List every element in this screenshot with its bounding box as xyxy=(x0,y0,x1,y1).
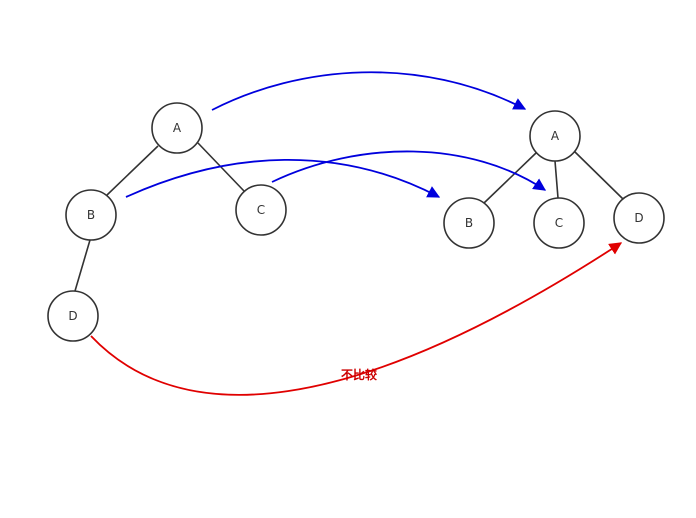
no-compare-arrow-d xyxy=(90,242,623,396)
compare-arrow-a xyxy=(211,71,527,111)
right-node-d-label: D xyxy=(634,211,643,225)
left-node-c: C xyxy=(235,184,287,236)
no-compare-label: 不比较 xyxy=(341,367,377,382)
right-node-a-label: A xyxy=(551,129,560,143)
left-node-a-label: A xyxy=(173,121,182,135)
right-node-c-label: C xyxy=(555,216,563,230)
right-node-b-label: B xyxy=(465,216,473,230)
left-node-c-label: C xyxy=(257,203,265,217)
left-edge-a-b xyxy=(106,145,159,196)
right-edge-a-c xyxy=(554,160,559,199)
right-node-b: B xyxy=(443,197,495,249)
left-node-b-label: B xyxy=(87,208,95,222)
compare-arrow-c xyxy=(271,150,547,191)
left-node-d: D xyxy=(47,290,99,342)
left-node-d-label: D xyxy=(68,309,77,323)
right-node-d: D xyxy=(613,192,665,244)
left-node-b: B xyxy=(65,189,117,241)
right-edge-a-d xyxy=(573,150,624,200)
compare-arrow-b xyxy=(125,158,441,198)
right-node-c: C xyxy=(533,197,585,249)
right-edge-a-b xyxy=(483,152,537,204)
left-node-a: A xyxy=(151,102,203,154)
left-edge-b-d xyxy=(74,239,91,292)
right-node-a: A xyxy=(529,110,581,162)
